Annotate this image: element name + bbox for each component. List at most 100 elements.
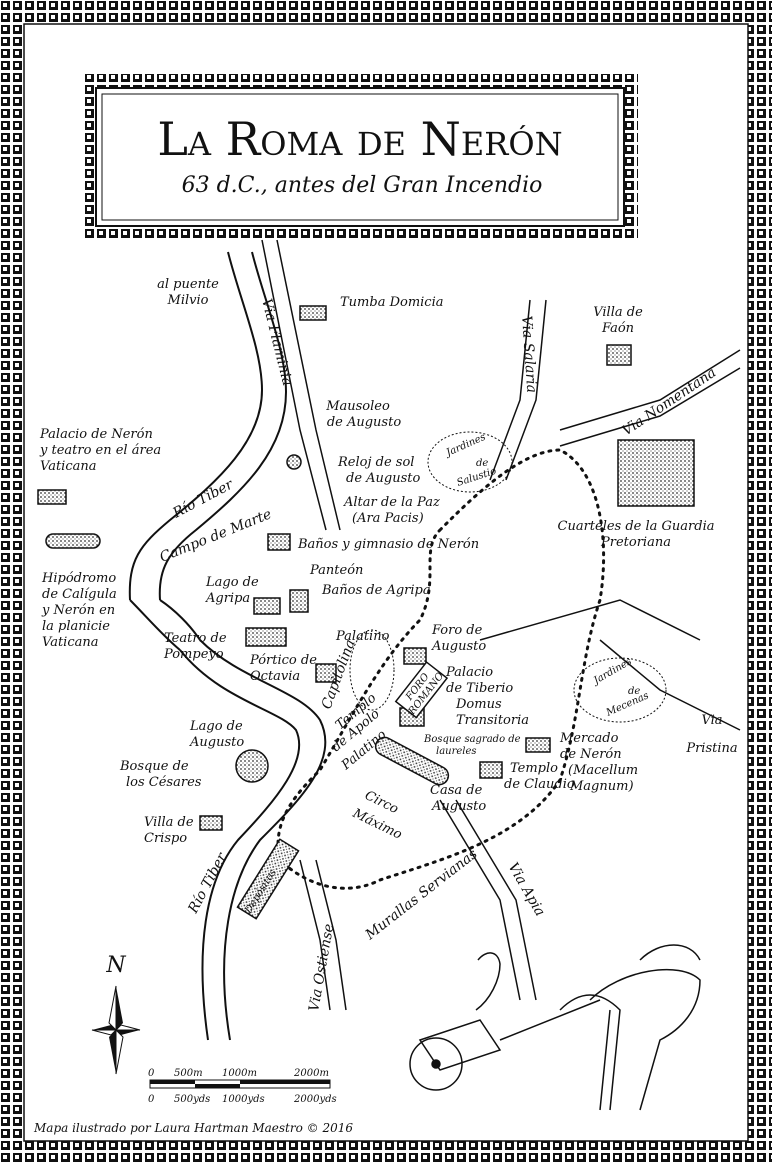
label-via-ostiense: Via Ostiense bbox=[306, 923, 337, 1013]
templo-claudio-building bbox=[479, 761, 503, 779]
label-jardines-mecenas-1: Jardines bbox=[590, 656, 633, 687]
label-mercado-neron-4: Magnum) bbox=[569, 779, 634, 794]
label-mercado-neron-3: (Macellum bbox=[568, 763, 638, 778]
label-reloj-2: de Augusto bbox=[346, 471, 420, 486]
label-lago-agripa-2: Agripa bbox=[205, 591, 250, 606]
label-lago-augusto-1: Lago de bbox=[189, 719, 243, 734]
scale-metric-0: 0 bbox=[148, 1068, 155, 1079]
scale-metric-500: 500m bbox=[174, 1068, 203, 1079]
label-lago-agripa-1: Lago de bbox=[205, 575, 259, 590]
circo-maximo-building bbox=[374, 736, 450, 786]
compass-north-label: N bbox=[105, 953, 126, 978]
label-cuarteles-1: Cuarteles de la Guardia bbox=[558, 519, 715, 534]
label-bosque-laureles-1: Bosque sagrado de bbox=[423, 734, 521, 745]
foro-augusto-building bbox=[403, 647, 427, 665]
mercado-neron-building bbox=[525, 737, 551, 753]
label-puente-milvio-1: al puente bbox=[157, 277, 219, 292]
credit-line: Mapa ilustrado por Laura Hartman Maestro… bbox=[33, 1121, 353, 1135]
scale-metric-1000: 1000m bbox=[222, 1068, 257, 1079]
tumba-domicia-building bbox=[299, 305, 327, 321]
scale-imperial-1000: 1000yds bbox=[222, 1094, 265, 1105]
label-jardines-salustio-3: Salustio bbox=[456, 466, 498, 489]
villa-faon-building bbox=[606, 344, 632, 366]
label-panteon: Panteón bbox=[309, 563, 363, 578]
label-hipodromo-4: la planicie bbox=[42, 619, 110, 634]
label-bosque-cesares-2: los Césares bbox=[126, 775, 202, 790]
label-via-pristina-2: Pristina bbox=[685, 741, 737, 756]
compass-rose: N bbox=[91, 953, 141, 1075]
label-teatro-pompeyo-1: Teatro de bbox=[164, 631, 227, 646]
scale-metric-2000: 2000m bbox=[293, 1068, 329, 1079]
label-jardines-mecenas-2: de bbox=[628, 686, 640, 697]
lago-agripa-building bbox=[253, 597, 281, 615]
label-hipodromo-3: y Nerón en bbox=[41, 603, 115, 618]
label-templo-claudio-1: Templo bbox=[510, 761, 558, 776]
label-via-apia: Via Apia bbox=[505, 860, 548, 919]
label-tumba-domicia: Tumba Domicia bbox=[340, 295, 444, 310]
roads bbox=[261, 239, 741, 1011]
label-bosque-cesares-1: Bosque de bbox=[119, 759, 189, 774]
label-via-flaminia: Via Flaminia bbox=[258, 297, 295, 387]
label-via-salaria: Via Salaria bbox=[518, 315, 539, 393]
label-mausoleo-1: Mausoleo bbox=[325, 399, 390, 414]
label-portico-octavia-1: Pórtico de bbox=[249, 653, 317, 668]
map-title: La Roma de Nerón bbox=[157, 112, 562, 166]
map-subtitle: 63 d.C., antes del Gran Incendio bbox=[182, 173, 543, 198]
label-teatro-pompeyo-2: Pompeyo bbox=[163, 647, 224, 662]
label-domus-1: Domus bbox=[455, 697, 502, 712]
label-reloj-1: Reloj de sol bbox=[337, 455, 414, 470]
label-via-nomentana: Via Nomentana bbox=[619, 365, 719, 440]
label-foro-augusto-1: Foro de bbox=[431, 623, 483, 638]
label-altar-1: Altar de la Paz bbox=[343, 495, 440, 510]
label-palacio-tiberio-1: Palacio bbox=[445, 665, 493, 680]
chariot-illustration bbox=[409, 944, 701, 1111]
buildings bbox=[37, 305, 695, 920]
label-casa-augusto-2: Augusto bbox=[431, 799, 486, 814]
scale-imperial-2000: 2000yds bbox=[293, 1094, 337, 1105]
label-palacio-vaticana-1: Palacio de Nerón bbox=[39, 427, 153, 442]
scale-bar: 0 500m 1000m 2000m 0 500yds 1000yds 2000… bbox=[148, 1068, 337, 1105]
mausoleo-building bbox=[286, 454, 302, 470]
label-altar-2: (Ara Pacis) bbox=[352, 511, 424, 526]
label-portico-octavia-2: Octavia bbox=[250, 669, 300, 684]
depositos-building bbox=[236, 838, 300, 920]
title-cartouche: La Roma de Nerón 63 d.C., antes del Gran… bbox=[82, 74, 638, 240]
label-casa-augusto-1: Casa de bbox=[430, 783, 483, 798]
teatro-pompeyo-building bbox=[245, 627, 287, 647]
label-palacio-vaticana-2: y teatro en el área bbox=[39, 443, 161, 458]
lago-augusto-building bbox=[235, 749, 269, 783]
label-villa-faon-2: Faón bbox=[601, 321, 634, 336]
label-hipodromo-5: Vaticana bbox=[42, 635, 98, 650]
label-bosque-laureles-2: laureles bbox=[436, 746, 477, 757]
servian-walls bbox=[276, 448, 606, 890]
label-templo-claudio-2: de Claudio bbox=[504, 777, 575, 792]
label-rio-tiber-north: Río Tiber bbox=[169, 476, 237, 522]
label-palacio-tiberio-2: de Tiberio bbox=[446, 681, 513, 696]
hipodromo-building bbox=[45, 533, 101, 549]
label-lago-augusto-2: Augusto bbox=[189, 735, 244, 750]
label-mercado-neron-1: Mercado bbox=[559, 731, 619, 746]
label-murallas: Murallas Servianas bbox=[362, 846, 481, 944]
portico-octavia-building bbox=[315, 663, 337, 683]
label-hipodromo-1: Hipódromo bbox=[41, 571, 116, 586]
label-palatino: Palatino bbox=[335, 629, 390, 644]
label-mausoleo-2: de Augusto bbox=[327, 415, 401, 430]
scale-imperial-0: 0 bbox=[148, 1094, 155, 1105]
palacio-vaticana-building bbox=[37, 489, 67, 505]
label-villa-faon-1: Villa de bbox=[593, 305, 643, 320]
villa-crispo-building bbox=[199, 815, 223, 831]
river-tiber bbox=[128, 251, 327, 1041]
label-hipodromo-2: de Calígula bbox=[42, 587, 117, 602]
gardens bbox=[349, 431, 667, 723]
banos-neron-building bbox=[267, 533, 291, 551]
label-puente-milvio-2: Milvio bbox=[167, 293, 209, 308]
map-labels: al puente Milvio Tumba Domicia Via Flami… bbox=[39, 277, 738, 1013]
label-mercado-neron-2: de Nerón bbox=[560, 747, 622, 762]
label-palacio-vaticana-3: Vaticana bbox=[40, 459, 96, 474]
label-cuarteles-2: Pretoriana bbox=[600, 535, 671, 550]
cuarteles-building bbox=[617, 439, 695, 507]
scale-imperial-500: 500yds bbox=[174, 1094, 210, 1105]
panteon-building bbox=[289, 589, 309, 613]
